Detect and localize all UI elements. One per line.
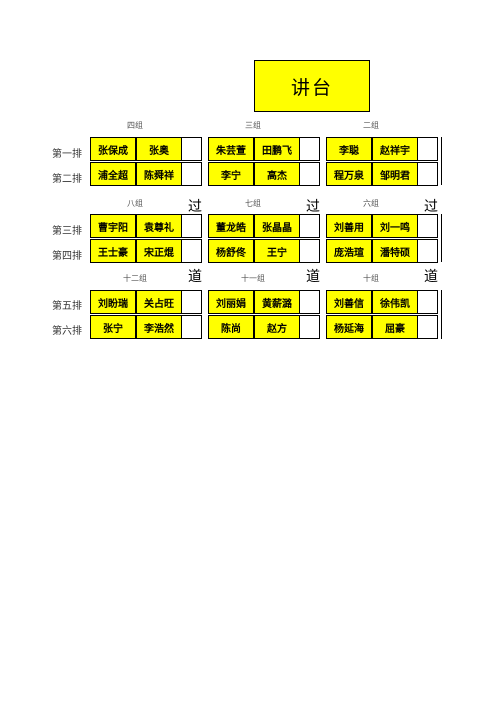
podium: 讲台 (254, 60, 370, 112)
row-label-1: 第一排 (52, 149, 82, 160)
group-label-8: 八组 (127, 199, 143, 208)
aisle-pass-3: 过 (424, 199, 438, 215)
seat-5-3: 刘丽娟 (208, 290, 254, 314)
podium-label: 讲台 (290, 76, 333, 99)
group-label-7: 七组 (245, 199, 261, 208)
empty-cell (182, 214, 202, 238)
row-label-2: 第二排 (52, 174, 82, 185)
empty-cell (300, 214, 320, 238)
seat-5-1: 刘盼瑞 (90, 290, 136, 314)
seat-2-1: 浦全超 (90, 162, 136, 186)
empty-cell (300, 315, 320, 339)
aisle-way-2: 道 (306, 269, 320, 285)
divider-line (441, 137, 442, 185)
seat-1-5: 李聪 (326, 137, 372, 161)
divider-line (441, 290, 442, 339)
seat-6-5: 杨延海 (326, 315, 372, 339)
group-label-6: 六组 (363, 199, 379, 208)
empty-cell (182, 137, 202, 161)
row-label-6: 第六排 (52, 326, 82, 337)
aisle-way-1: 道 (188, 269, 202, 285)
aisle-pass-2: 过 (306, 199, 320, 215)
seat-3-4: 张晶晶 (254, 214, 300, 238)
seat-2-5: 程万泉 (326, 162, 372, 186)
seat-1-2: 张奥 (136, 137, 182, 161)
seat-1-1: 张保成 (90, 137, 136, 161)
seat-4-1: 王士豪 (90, 239, 136, 263)
seat-6-6: 屈豪 (372, 315, 418, 339)
seat-5-2: 关占旺 (136, 290, 182, 314)
empty-cell (182, 239, 202, 263)
group-label-11: 十一组 (241, 274, 265, 283)
group-label-10: 十组 (363, 274, 379, 283)
seat-6-4: 赵方 (254, 315, 300, 339)
seat-5-6: 徐伟凯 (372, 290, 418, 314)
seat-2-4: 高杰 (254, 162, 300, 186)
row-label-4: 第四排 (52, 251, 82, 262)
empty-cell (418, 290, 438, 314)
empty-cell (182, 162, 202, 186)
seat-3-5: 刘善用 (326, 214, 372, 238)
empty-cell (300, 137, 320, 161)
divider-line (441, 214, 442, 262)
seat-3-3: 董龙皓 (208, 214, 254, 238)
empty-cell (418, 214, 438, 238)
aisle-pass-1: 过 (188, 199, 202, 215)
empty-cell (418, 315, 438, 339)
seat-6-3: 陈尚 (208, 315, 254, 339)
seat-1-3: 朱芸萱 (208, 137, 254, 161)
group-label-12: 十二组 (123, 274, 147, 283)
group-label-3: 三组 (245, 121, 261, 130)
seat-2-2: 陈舜祥 (136, 162, 182, 186)
seat-3-2: 袁尊礼 (136, 214, 182, 238)
empty-cell (182, 315, 202, 339)
seat-4-4: 王宁 (254, 239, 300, 263)
seat-3-6: 刘一鸣 (372, 214, 418, 238)
seat-4-5: 庞浩瑄 (326, 239, 372, 263)
seat-4-3: 杨舒佟 (208, 239, 254, 263)
row-label-3: 第三排 (52, 226, 82, 237)
seat-2-6: 邹明君 (372, 162, 418, 186)
seat-1-6: 赵祥宇 (372, 137, 418, 161)
seat-5-4: 黄薪潞 (254, 290, 300, 314)
empty-cell (300, 162, 320, 186)
aisle-way-3: 道 (424, 269, 438, 285)
seat-6-1: 张宁 (90, 315, 136, 339)
group-label-2: 二组 (363, 121, 379, 130)
empty-cell (418, 137, 438, 161)
seat-6-2: 李浩然 (136, 315, 182, 339)
seat-5-5: 刘善信 (326, 290, 372, 314)
seat-4-6: 潘特硕 (372, 239, 418, 263)
empty-cell (300, 239, 320, 263)
seat-1-4: 田鹏飞 (254, 137, 300, 161)
empty-cell (300, 290, 320, 314)
seat-3-1: 曹宇阳 (90, 214, 136, 238)
seat-4-2: 宋正焜 (136, 239, 182, 263)
empty-cell (418, 239, 438, 263)
empty-cell (182, 290, 202, 314)
empty-cell (418, 162, 438, 186)
row-label-5: 第五排 (52, 301, 82, 312)
seat-2-3: 李宁 (208, 162, 254, 186)
group-label-4: 四组 (127, 121, 143, 130)
